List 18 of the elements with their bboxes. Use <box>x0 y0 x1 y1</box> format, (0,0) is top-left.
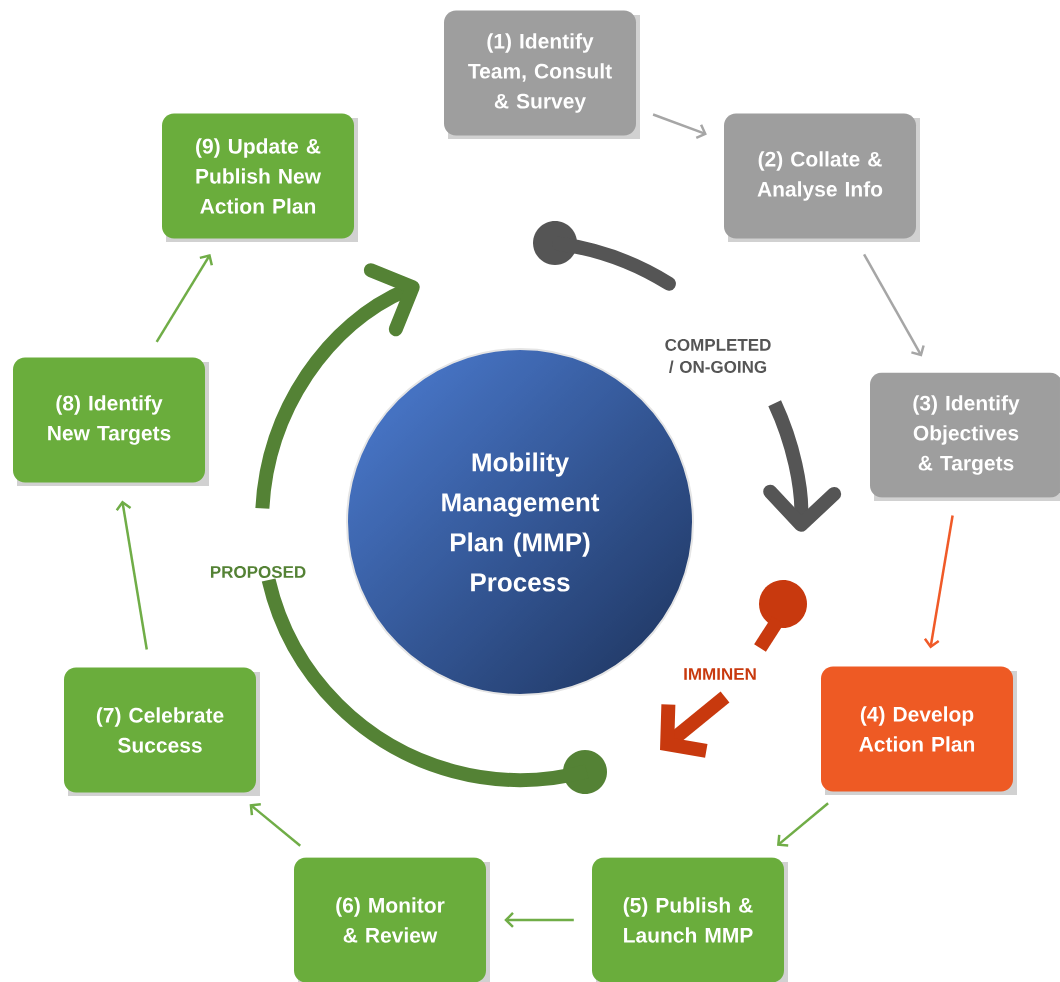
process-box: (8) Identify New Targets <box>13 357 209 486</box>
arrow <box>777 802 829 847</box>
process-box: (7) Celebrate Success <box>64 667 260 796</box>
process-box: (9) Update & Publish New Action Plan <box>162 113 358 242</box>
arrow <box>923 515 954 649</box>
arrow <box>504 912 574 928</box>
arrow <box>863 253 925 357</box>
arrow <box>249 803 302 847</box>
arrow <box>155 254 214 343</box>
arc-label: PROPOSED <box>210 565 306 578</box>
arrow <box>652 113 707 140</box>
process-box: (1) Identify Team, Consult & Survey <box>444 10 640 139</box>
process-box: (4) Develop Action Plan <box>821 666 1017 795</box>
process-box: (5) Publish & Launch MMP <box>592 857 788 982</box>
arrow <box>115 500 148 650</box>
process-box: (2) Collate & Analyse Info <box>724 113 920 242</box>
process-box: (3) Identify Objectives & Targets <box>870 372 1060 501</box>
process-box: (6) Monitor & Review <box>294 857 490 982</box>
